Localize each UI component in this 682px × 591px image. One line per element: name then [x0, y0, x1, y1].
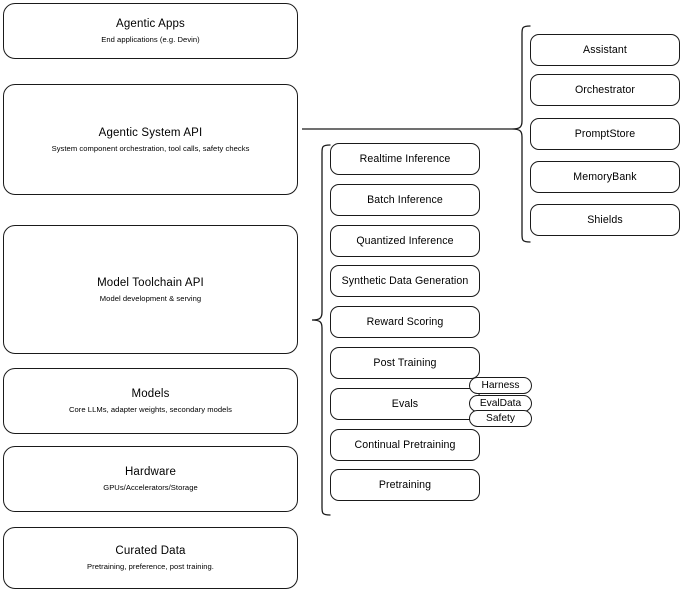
layer-card-model-toolchain-api[interactable]: Model Toolchain API Model development & … — [3, 225, 298, 354]
toolchain-item-synthetic-data-generation[interactable]: Synthetic Data Generation — [330, 265, 480, 297]
system-item-orchestrator[interactable]: Orchestrator — [530, 74, 680, 106]
system-item-promptstore[interactable]: PromptStore — [530, 118, 680, 150]
system-item-memorybank[interactable]: MemoryBank — [530, 161, 680, 193]
layer-subtitle: Model development & serving — [99, 293, 202, 303]
evals-chip-safety[interactable]: Safety — [469, 410, 532, 427]
toolchain-item-label: Realtime Inference — [359, 153, 451, 165]
system-item-label: MemoryBank — [573, 171, 637, 183]
toolchain-item-label: Evals — [391, 398, 419, 410]
toolchain-item-evals[interactable]: Evals — [330, 388, 480, 420]
toolchain-item-label: Post Training — [373, 357, 437, 369]
evals-chip-harness[interactable]: Harness — [469, 377, 532, 394]
system-item-assistant[interactable]: Assistant — [530, 34, 680, 66]
evals-chip-label: Safety — [486, 413, 515, 424]
system-item-label: Orchestrator — [574, 84, 636, 96]
toolchain-item-label: Synthetic Data Generation — [341, 275, 469, 287]
layer-subtitle: Core LLMs, adapter weights, secondary mo… — [68, 405, 232, 414]
evals-chip-label: EvalData — [479, 398, 522, 409]
layer-title: Agentic Apps — [116, 18, 185, 30]
toolchain-item-continual-pretraining[interactable]: Continual Pretraining — [330, 429, 480, 461]
toolchain-item-label: Quantized Inference — [356, 235, 454, 247]
layer-title: Model Toolchain API — [97, 276, 204, 289]
layer-card-curated-data[interactable]: Curated Data Pretraining, preference, po… — [3, 527, 298, 589]
layer-title: Curated Data — [115, 545, 186, 557]
layer-card-agentic-apps[interactable]: Agentic Apps End applications (e.g. Devi… — [3, 3, 298, 59]
evals-chip-label: Harness — [481, 380, 520, 391]
toolchain-item-quantized-inference[interactable]: Quantized Inference — [330, 225, 480, 257]
layer-subtitle: System component orchestration, tool cal… — [51, 143, 250, 153]
layer-card-hardware[interactable]: Hardware GPUs/Accelerators/Storage — [3, 446, 298, 512]
toolchain-item-label: Reward Scoring — [366, 316, 444, 328]
toolchain-item-post-training[interactable]: Post Training — [330, 347, 480, 379]
layer-subtitle: Pretraining, preference, post training. — [87, 562, 214, 571]
system-item-shields[interactable]: Shields — [530, 204, 680, 236]
layer-subtitle: End applications (e.g. Devin) — [101, 35, 200, 44]
toolchain-item-label: Pretraining — [378, 479, 432, 491]
layer-card-models[interactable]: Models Core LLMs, adapter weights, secon… — [3, 368, 298, 434]
system-item-label: Shields — [587, 214, 623, 226]
toolchain-item-realtime-inference[interactable]: Realtime Inference — [330, 143, 480, 175]
toolchain-item-label: Batch Inference — [367, 194, 443, 206]
layer-subtitle: GPUs/Accelerators/Storage — [103, 483, 198, 492]
toolchain-item-batch-inference[interactable]: Batch Inference — [330, 184, 480, 216]
layer-title: Agentic System API — [98, 126, 203, 139]
toolchain-item-pretraining[interactable]: Pretraining — [330, 469, 480, 501]
toolchain-item-label: Continual Pretraining — [354, 439, 456, 451]
toolchain-item-reward-scoring[interactable]: Reward Scoring — [330, 306, 480, 338]
system-brace-icon — [511, 25, 531, 243]
system-item-label: PromptStore — [574, 128, 636, 140]
system-item-label: Assistant — [583, 44, 627, 56]
layer-card-agentic-system-api[interactable]: Agentic System API System component orch… — [3, 84, 298, 195]
toolchain-brace-icon — [311, 144, 331, 516]
layer-title: Hardware — [124, 466, 177, 478]
layer-title: Models — [131, 388, 170, 400]
